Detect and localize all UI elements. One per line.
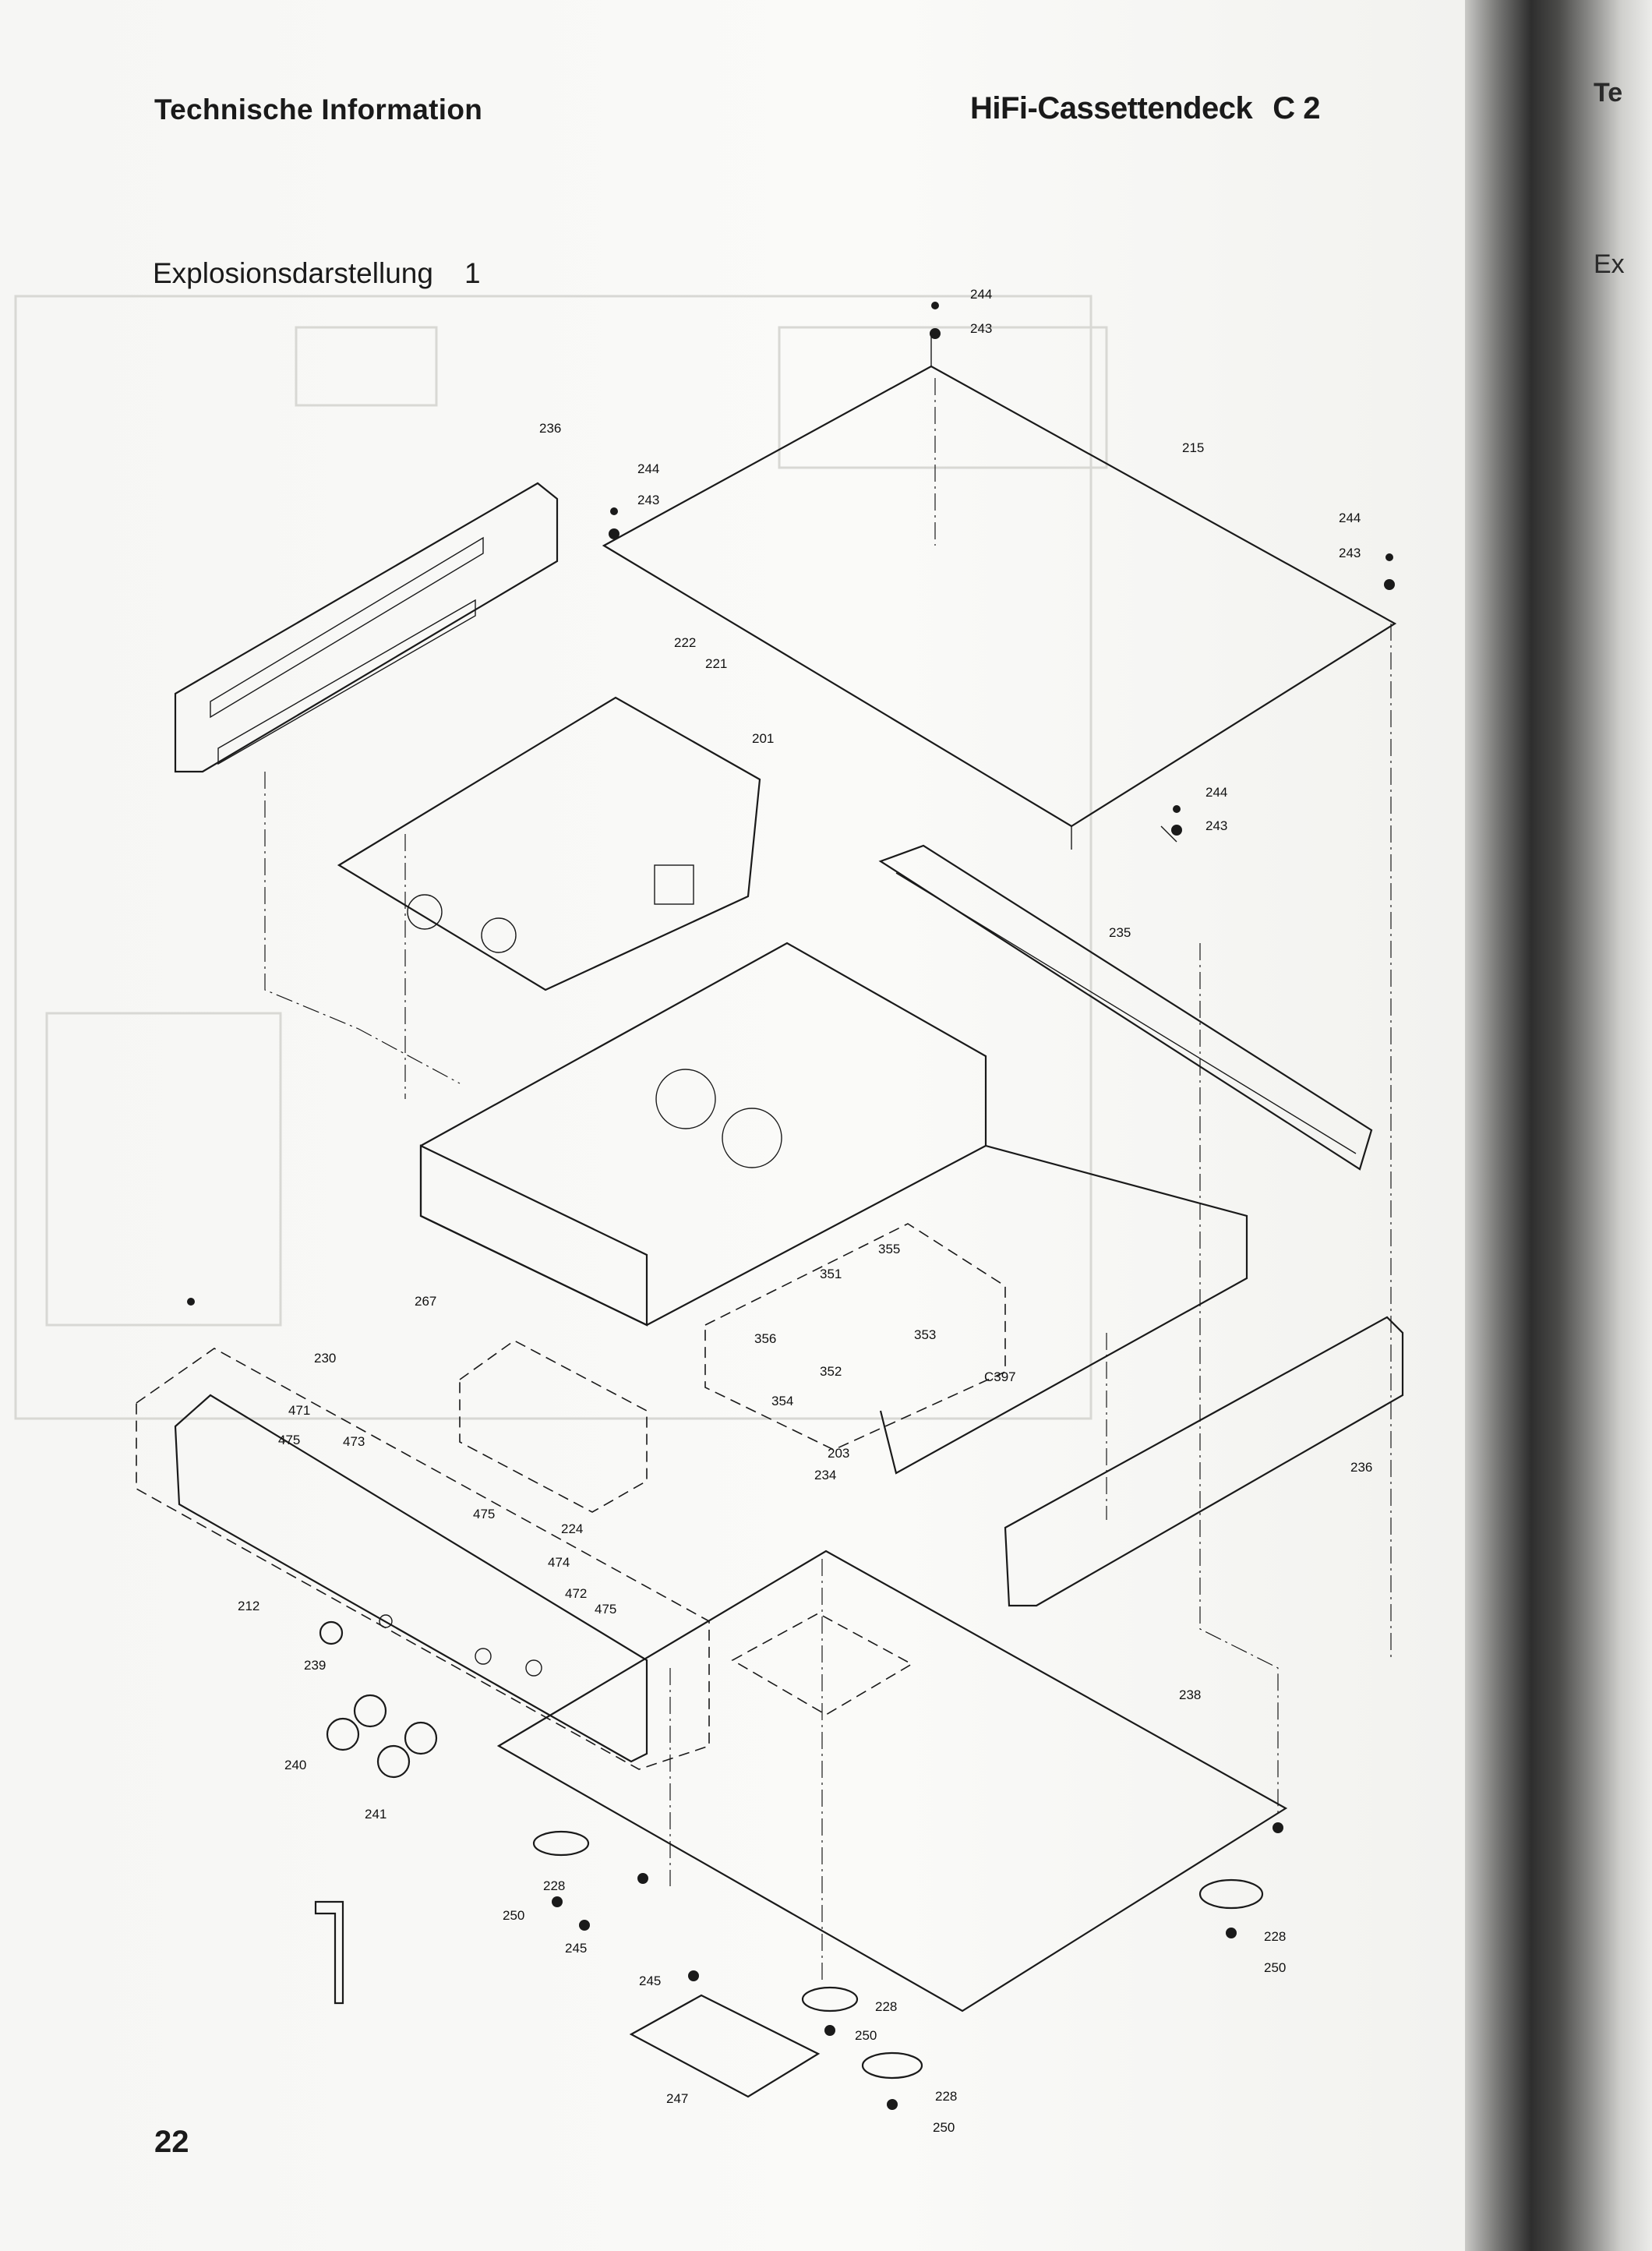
label-243: 243 bbox=[1339, 546, 1361, 560]
label-472: 472 bbox=[565, 1586, 587, 1601]
label-243: 243 bbox=[637, 493, 659, 507]
label-250: 250 bbox=[933, 2120, 955, 2135]
label-250: 250 bbox=[1264, 1960, 1286, 1975]
label-473: 473 bbox=[343, 1434, 365, 1449]
label-475: 475 bbox=[595, 1602, 616, 1617]
label-228: 228 bbox=[1264, 1929, 1286, 1944]
label-236: 236 bbox=[539, 421, 561, 436]
label-475: 475 bbox=[473, 1507, 495, 1521]
allen-key-tool bbox=[314, 1900, 344, 2005]
label-221: 221 bbox=[705, 656, 727, 671]
exploded-view-diagram: 244 243 236 244 243 215 244 243 222 221 … bbox=[14, 287, 1404, 2135]
model-code: C 2 bbox=[1273, 91, 1320, 125]
label-250: 250 bbox=[855, 2028, 877, 2043]
header-product-title: HiFi-Cassettendeck C 2 bbox=[970, 91, 1320, 126]
screws bbox=[187, 302, 1395, 2110]
side-rail-236-left bbox=[174, 482, 559, 773]
front-panel-212 bbox=[174, 1394, 648, 1763]
book-binding-gutter bbox=[1465, 0, 1652, 2251]
subtitle-number: 1 bbox=[464, 257, 481, 289]
label-235: 235 bbox=[1109, 925, 1131, 940]
label-352: 352 bbox=[820, 1364, 842, 1379]
label-244: 244 bbox=[970, 287, 992, 302]
part-number-labels: 244 243 236 244 243 215 244 243 222 221 … bbox=[238, 287, 1372, 2135]
bottom-plate-238 bbox=[496, 1550, 1288, 2012]
manual-page bbox=[0, 0, 1465, 2251]
top-cover-215 bbox=[602, 331, 1397, 850]
label-228: 228 bbox=[875, 1999, 897, 2014]
label-356: 356 bbox=[754, 1331, 776, 1346]
label-244: 244 bbox=[1339, 511, 1361, 525]
label-351: 351 bbox=[820, 1267, 842, 1281]
label-355: 355 bbox=[878, 1242, 900, 1256]
side-rail-236-right bbox=[1004, 1316, 1404, 1607]
label-243: 243 bbox=[970, 321, 992, 336]
feet-228 bbox=[532, 1830, 1264, 2080]
label-215: 215 bbox=[1182, 440, 1204, 455]
chassis-body bbox=[419, 942, 1248, 1475]
subtitle-text: Explosionsdarstellung bbox=[153, 257, 433, 289]
label-239: 239 bbox=[304, 1658, 326, 1673]
label-236: 236 bbox=[1350, 1460, 1372, 1475]
label-212: 212 bbox=[238, 1599, 259, 1613]
adjacent-page-title: Te bbox=[1594, 78, 1623, 108]
front-assembly-outline bbox=[136, 1348, 710, 1770]
label-203: 203 bbox=[828, 1446, 849, 1461]
label-228: 228 bbox=[543, 1878, 565, 1893]
label-245: 245 bbox=[565, 1941, 587, 1956]
label-267: 267 bbox=[415, 1294, 436, 1309]
background-show-through bbox=[14, 295, 1108, 1420]
diagram-subtitle: Explosionsdarstellung 1 bbox=[153, 257, 481, 290]
label-c397: C397 bbox=[984, 1369, 1016, 1384]
bracket-outline bbox=[459, 1340, 648, 1513]
page-number: 22 bbox=[154, 2125, 189, 2159]
knobs-240-241 bbox=[319, 1620, 438, 1779]
product-name: HiFi-Cassettendeck bbox=[970, 91, 1253, 125]
label-471: 471 bbox=[288, 1403, 310, 1418]
header-section-title: Technische Information bbox=[154, 94, 483, 125]
label-201: 201 bbox=[752, 731, 774, 746]
rail-235 bbox=[878, 844, 1373, 1171]
assembly-lines bbox=[264, 378, 1392, 1980]
adjacent-page-subtitle: Ex bbox=[1594, 249, 1625, 279]
label-353: 353 bbox=[914, 1327, 936, 1342]
label-244: 244 bbox=[1205, 785, 1227, 800]
main-pcb-201 bbox=[337, 696, 761, 991]
label-240: 240 bbox=[284, 1758, 306, 1772]
label-222: 222 bbox=[674, 635, 696, 650]
label-234: 234 bbox=[814, 1468, 836, 1482]
label-230: 230 bbox=[314, 1351, 336, 1366]
label-354: 354 bbox=[771, 1394, 793, 1408]
label-228: 228 bbox=[935, 2089, 957, 2104]
label-475: 475 bbox=[278, 1433, 300, 1447]
label-245: 245 bbox=[639, 1974, 661, 1988]
foot-plate-247 bbox=[629, 1994, 821, 2098]
label-244: 244 bbox=[637, 461, 659, 476]
label-250: 250 bbox=[503, 1908, 524, 1923]
label-238: 238 bbox=[1179, 1687, 1201, 1702]
label-474: 474 bbox=[548, 1555, 570, 1570]
label-241: 241 bbox=[365, 1807, 387, 1822]
head-assembly-outline bbox=[704, 1223, 1006, 1451]
label-243: 243 bbox=[1205, 818, 1227, 833]
label-224: 224 bbox=[561, 1521, 583, 1536]
label-247: 247 bbox=[666, 2091, 688, 2106]
